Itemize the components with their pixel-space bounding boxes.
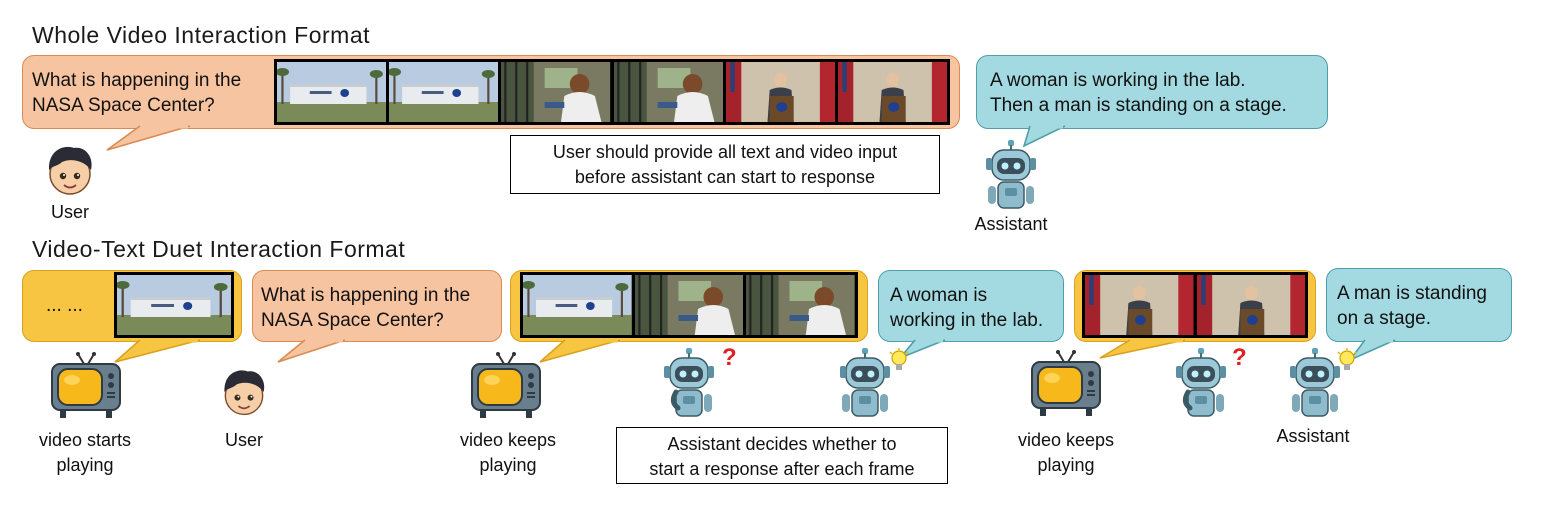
tv-icon	[471, 352, 541, 418]
assistant-answer-bubble	[878, 270, 1064, 342]
bubble-tail	[1347, 339, 1396, 362]
video-frame-nasa-building	[389, 62, 502, 122]
video-frame-lab-woman	[501, 62, 614, 122]
video-frame-stage-man	[1085, 275, 1197, 335]
section-title-whole: Whole Video Interaction Format	[32, 22, 371, 48]
user-label: User	[224, 430, 263, 450]
video-frames-strip	[114, 272, 234, 338]
robot-thinking-icon	[664, 348, 714, 417]
assistant-label: Assistant	[1276, 426, 1350, 446]
video-frame-nasa-building	[117, 275, 231, 335]
assistant-answer-text: A woman is working in the lab.Then a man…	[990, 70, 1287, 116]
user-question-bubble	[252, 270, 502, 342]
user-avatar-icon	[48, 146, 92, 195]
robot-thinking-icon	[1176, 348, 1226, 417]
bubble-tail	[1099, 339, 1186, 359]
video-frames-strip	[274, 59, 950, 125]
bubble-tail	[277, 339, 346, 363]
robot-assistant-icon	[1290, 348, 1340, 417]
video-frame-stage-man	[725, 62, 838, 122]
question-mark-icon: ?	[1232, 344, 1247, 371]
bubble-tail	[114, 339, 201, 363]
question-mark-icon: ?	[722, 344, 737, 371]
video-frame-lab-woman	[634, 275, 747, 335]
video-frame-stage-man	[1196, 275, 1305, 335]
bubble-tail	[1022, 125, 1066, 148]
video-frame-lab-woman	[746, 275, 856, 335]
assistant-answer-bubble	[976, 55, 1328, 129]
lightbulb-icon	[1337, 348, 1357, 370]
start-ellipsis: ... ...	[46, 295, 83, 316]
robot-idea-icon	[840, 348, 890, 417]
video-frame-nasa-building	[523, 275, 635, 335]
video-frame-nasa-building	[277, 62, 390, 122]
note-box: User should provide all text and video i…	[510, 135, 940, 194]
video-frame-stage-man	[837, 62, 948, 122]
assistant-answer-bubble	[1326, 268, 1512, 342]
lightbulb-icon	[889, 348, 909, 370]
user-avatar-icon	[224, 370, 265, 416]
tv-icon	[51, 352, 121, 418]
video-frames-strip	[1082, 272, 1308, 338]
bubble-tail	[539, 339, 621, 363]
section-title-duet: Video-Text Duet Interaction Format	[32, 236, 406, 262]
video-frame-lab-woman	[613, 62, 726, 122]
robot-assistant-icon	[986, 140, 1036, 209]
user-label: User	[50, 202, 89, 222]
tv-icon	[1031, 350, 1101, 416]
bubble-tail	[106, 125, 191, 151]
video-frames-strip	[520, 272, 858, 338]
assistant-label: Assistant	[974, 214, 1048, 234]
